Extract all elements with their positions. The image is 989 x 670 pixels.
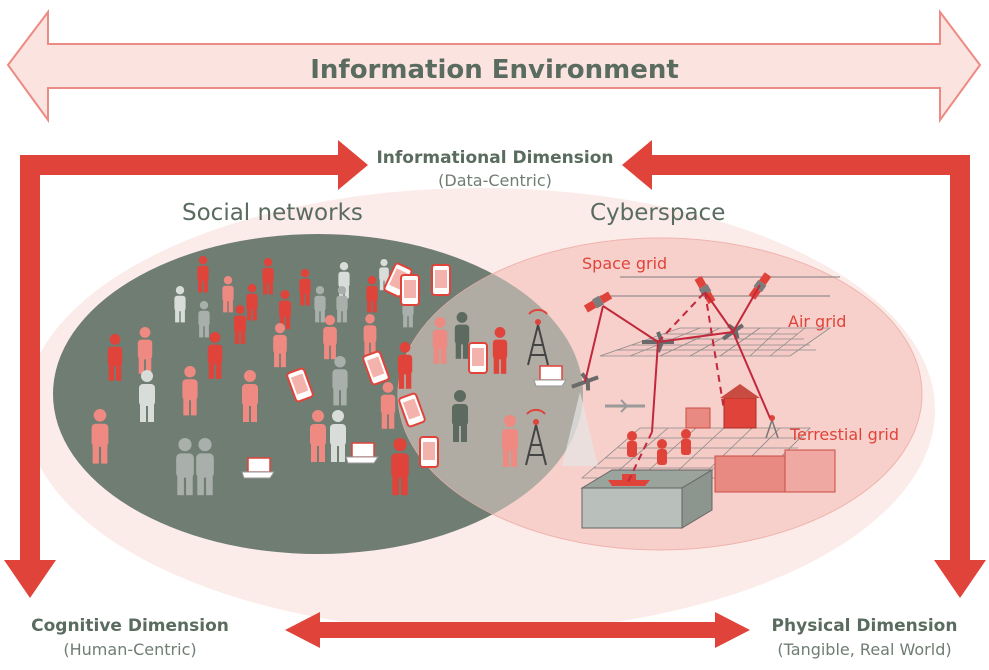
person-icon — [196, 438, 214, 496]
network-links — [584, 284, 771, 483]
devices-group — [241, 262, 567, 479]
city-buildings-icon — [685, 384, 836, 493]
smartphone-icon — [362, 350, 390, 386]
person-icon — [397, 342, 413, 389]
satellite-icon — [583, 291, 613, 313]
laptop-icon — [533, 365, 567, 387]
person-icon — [502, 415, 518, 467]
people-group — [91, 256, 518, 496]
person-icon — [174, 286, 186, 323]
person-icon — [176, 438, 194, 496]
smartphone-icon — [400, 274, 420, 306]
sensor-beam — [562, 392, 598, 466]
person-icon — [454, 312, 470, 359]
person-icon — [207, 332, 223, 379]
antenna-tower-icon — [527, 308, 549, 366]
bottom-double-arrow — [285, 612, 750, 648]
smartphone-icon — [419, 436, 439, 468]
person-icon — [262, 258, 274, 295]
airliner-icon — [605, 399, 645, 413]
smartphone-icon — [398, 392, 426, 428]
environment-double-arrow — [6, 9, 982, 124]
smartphone-icon — [431, 264, 451, 296]
person-icon — [197, 256, 209, 293]
person-icon — [336, 286, 348, 323]
person-icon — [198, 301, 210, 338]
sea-box — [580, 469, 714, 529]
person-icon — [330, 410, 346, 462]
person-icon — [366, 276, 378, 313]
antenna-tower-icon — [525, 408, 547, 466]
smartphone-icon — [468, 342, 488, 374]
person-icon — [363, 314, 377, 356]
physical-dimension-label: Physical Dimension — [771, 616, 958, 636]
informational-dimension-label: Informational Dimension — [376, 148, 614, 168]
laptop-icon — [241, 457, 275, 479]
person-icon — [139, 370, 155, 422]
person-icon — [107, 334, 123, 381]
laptop-icon — [345, 442, 379, 464]
person-icon — [380, 382, 396, 429]
person-icon — [279, 290, 291, 329]
person-icon — [310, 410, 326, 462]
cognitive-dimension-label: Cognitive Dimension — [31, 616, 229, 636]
terrestrial-grid-label: Terrestial grid — [790, 425, 899, 444]
space-grid-label: Space grid — [582, 254, 668, 273]
antenna-tower-icon — [765, 415, 779, 439]
overlap-region — [398, 238, 583, 550]
soldiers-icon — [627, 429, 691, 465]
space-grid — [600, 276, 840, 297]
person-icon — [137, 327, 153, 374]
social-networks-label: Social networks — [182, 200, 363, 226]
person-icon — [314, 286, 326, 323]
smartphone-icon — [286, 367, 314, 403]
person-icon — [323, 315, 337, 360]
person-icon — [492, 327, 508, 374]
person-icon — [273, 323, 287, 368]
environment-title: Information Environment — [310, 55, 679, 85]
physical-dimension-sub: (Tangible, Real World) — [777, 640, 952, 659]
cognitive-dimension-sub: (Human-Centric) — [63, 640, 197, 659]
informational-dimension-sub: (Data-Centric) — [438, 171, 552, 190]
air-grid-label: Air grid — [788, 312, 847, 331]
cycle-arrows — [4, 140, 986, 598]
person-icon — [91, 409, 109, 464]
person-icon — [222, 276, 234, 313]
person-icon — [452, 390, 468, 442]
person-icon — [182, 366, 198, 416]
person-icon — [242, 370, 258, 422]
person-icon — [299, 269, 311, 306]
person-icon — [391, 438, 409, 496]
person-icon — [246, 284, 258, 321]
person-icon — [234, 305, 246, 344]
person-icon — [432, 317, 448, 364]
cyberspace-label: Cyberspace — [590, 200, 726, 226]
person-icon — [332, 356, 348, 406]
